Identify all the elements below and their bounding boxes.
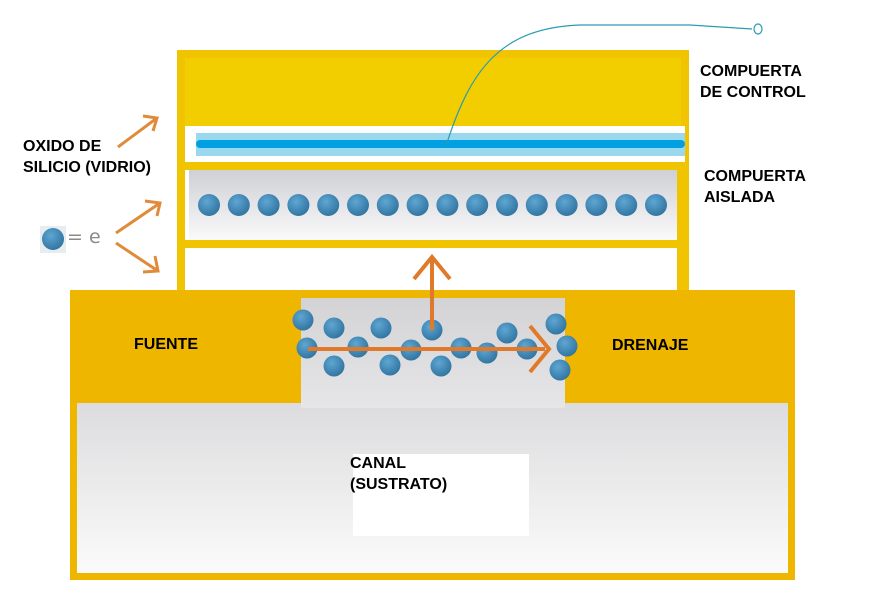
floating-gate-electrons [198, 194, 667, 216]
electron [645, 194, 667, 216]
floating-gate-bottom-border [185, 240, 681, 248]
electron [257, 194, 280, 216]
electron [347, 194, 369, 216]
electron [615, 194, 638, 216]
electron [227, 194, 250, 216]
electron [466, 194, 489, 216]
floating-gate-side [677, 162, 685, 294]
oxide-pointer-arrow [117, 114, 159, 149]
electron [292, 309, 314, 331]
electron [296, 337, 318, 359]
electron [287, 194, 310, 216]
electron [436, 194, 459, 216]
drain-label: DRENAJE [612, 337, 689, 354]
electron [476, 342, 498, 364]
legend-electron-icon [42, 228, 64, 250]
electron [430, 355, 452, 377]
electron-pointer-arrow-down [115, 241, 160, 274]
control-gate-terminal [753, 23, 763, 35]
electron [376, 194, 399, 216]
electron [198, 194, 220, 216]
electron [323, 355, 345, 377]
electron [556, 335, 578, 357]
electron [545, 313, 567, 335]
canal-label-bg [353, 454, 529, 536]
control-gate-connector [445, 24, 753, 147]
control-gate [181, 54, 685, 126]
electron [406, 194, 429, 216]
channel-flow-arrow-head [528, 324, 552, 374]
tunneling-arrow-head [412, 253, 452, 281]
electron [317, 194, 340, 216]
electron [585, 194, 608, 216]
electron [370, 317, 392, 339]
electron [379, 354, 401, 376]
channel-label: CANAL(SUSTRATO) [350, 455, 448, 493]
electron [496, 194, 518, 216]
electron [323, 317, 345, 339]
electron-pointer-arrow-up [115, 199, 162, 235]
source-label: FUENTE [134, 336, 198, 353]
floating-gate-border [185, 162, 681, 170]
control-line [196, 140, 685, 148]
electron [525, 194, 548, 216]
legend-electron-text: = e [67, 226, 101, 248]
electron [549, 359, 571, 381]
electron [496, 322, 518, 344]
electron [555, 194, 578, 216]
